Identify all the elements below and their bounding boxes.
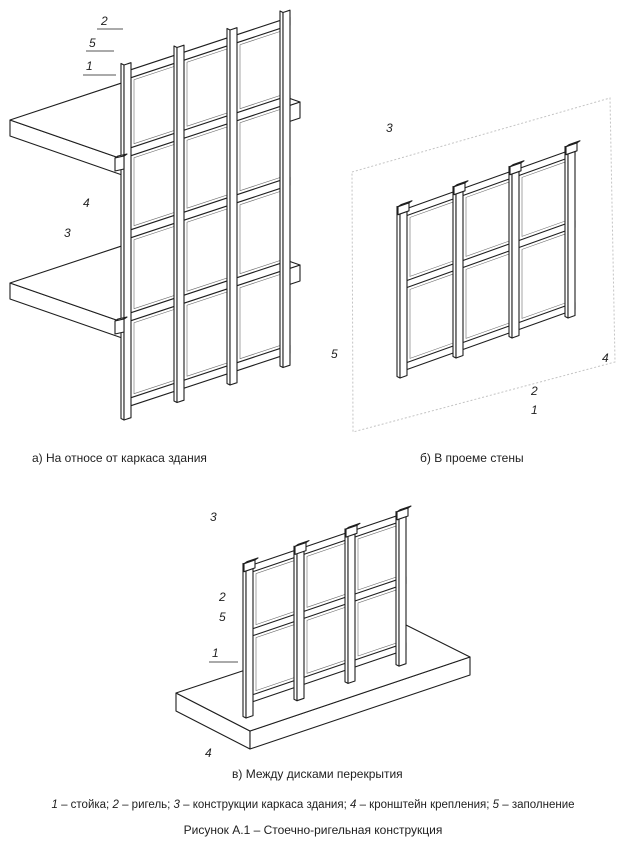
post: [347, 527, 356, 684]
label-infill: 5: [331, 347, 338, 361]
caption-view-b: б) В проеме стены: [420, 451, 524, 465]
figure-title: Рисунок А.1 – Стоечно-ригельная конструк…: [183, 823, 443, 837]
bracket: [114, 155, 125, 172]
label-infill: 5: [89, 36, 96, 50]
legend-item: 5 – заполнение: [493, 799, 575, 811]
legend-item: 4 – кронштейн крепления;: [350, 799, 489, 811]
view-a-labels: 2 5 1 4 3: [64, 14, 123, 240]
label-post: 1: [531, 403, 538, 417]
label-building-frame: 3: [386, 121, 393, 135]
legend-text: – кронштейн крепления;: [359, 799, 490, 811]
view-v-drawing: [175, 505, 471, 750]
view-v-labels: 3 2 5 1 4: [205, 510, 238, 760]
legend-number: 5: [492, 799, 500, 811]
label-building-frame: 3: [64, 226, 71, 240]
label-post: 1: [212, 646, 219, 660]
legend-number: 3: [173, 799, 180, 811]
legend-number: 2: [112, 799, 119, 811]
post: [123, 62, 132, 421]
post: [282, 9, 291, 369]
legend-text: – стойка;: [61, 799, 110, 811]
label-transom: 2: [100, 14, 108, 28]
post-cap: [397, 202, 410, 216]
caption-view-a: а) На относе от каркаса здания: [32, 451, 207, 465]
label-transom: 2: [218, 590, 226, 604]
label-building-frame: 3: [210, 510, 217, 524]
label-bracket: 4: [602, 351, 609, 365]
view-b-drawing: [351, 97, 616, 433]
label-transom: 2: [530, 384, 538, 398]
post: [176, 44, 185, 404]
label-bracket: 4: [205, 746, 212, 760]
legend-item: 1 – стойка;: [51, 799, 109, 811]
post-cap: [345, 524, 358, 538]
post-cap: [509, 162, 522, 176]
legend-text: – конструкции каркаса здания;: [183, 799, 347, 811]
post-cap: [294, 542, 307, 555]
post-cap: [453, 182, 466, 196]
post: [296, 544, 305, 702]
label-bracket: 4: [83, 196, 90, 210]
caption-view-v: в) Между дисками перекрытия: [232, 767, 403, 781]
post: [567, 144, 576, 319]
label-infill: 5: [219, 610, 226, 624]
legend-item: 2 – ригель;: [112, 799, 170, 811]
bracket: [114, 318, 125, 335]
post: [229, 27, 238, 386]
post-cap: [396, 507, 409, 521]
post: [398, 510, 407, 667]
post: [245, 562, 254, 719]
legend-text: – заполнение: [502, 799, 575, 811]
wall-outline: [351, 97, 616, 433]
legend-item: 3 – конструкции каркаса здания;: [174, 799, 347, 811]
label-post: 1: [86, 59, 93, 73]
post-cap: [243, 559, 256, 573]
legend-text: – ригель;: [122, 799, 171, 811]
post-cap: [565, 142, 578, 156]
post: [511, 164, 520, 339]
post: [399, 204, 408, 379]
view-a-drawing: [9, 9, 301, 421]
legend-number: 1: [51, 799, 58, 811]
legend-number: 4: [349, 799, 357, 811]
post: [455, 184, 464, 359]
view-b-labels: 3 5 4 2 1: [331, 121, 609, 417]
figure-legend: 1 – стойка; 2 – ригель; 3 – конструкции …: [0, 798, 626, 812]
glazing-backdrop: [400, 148, 575, 372]
